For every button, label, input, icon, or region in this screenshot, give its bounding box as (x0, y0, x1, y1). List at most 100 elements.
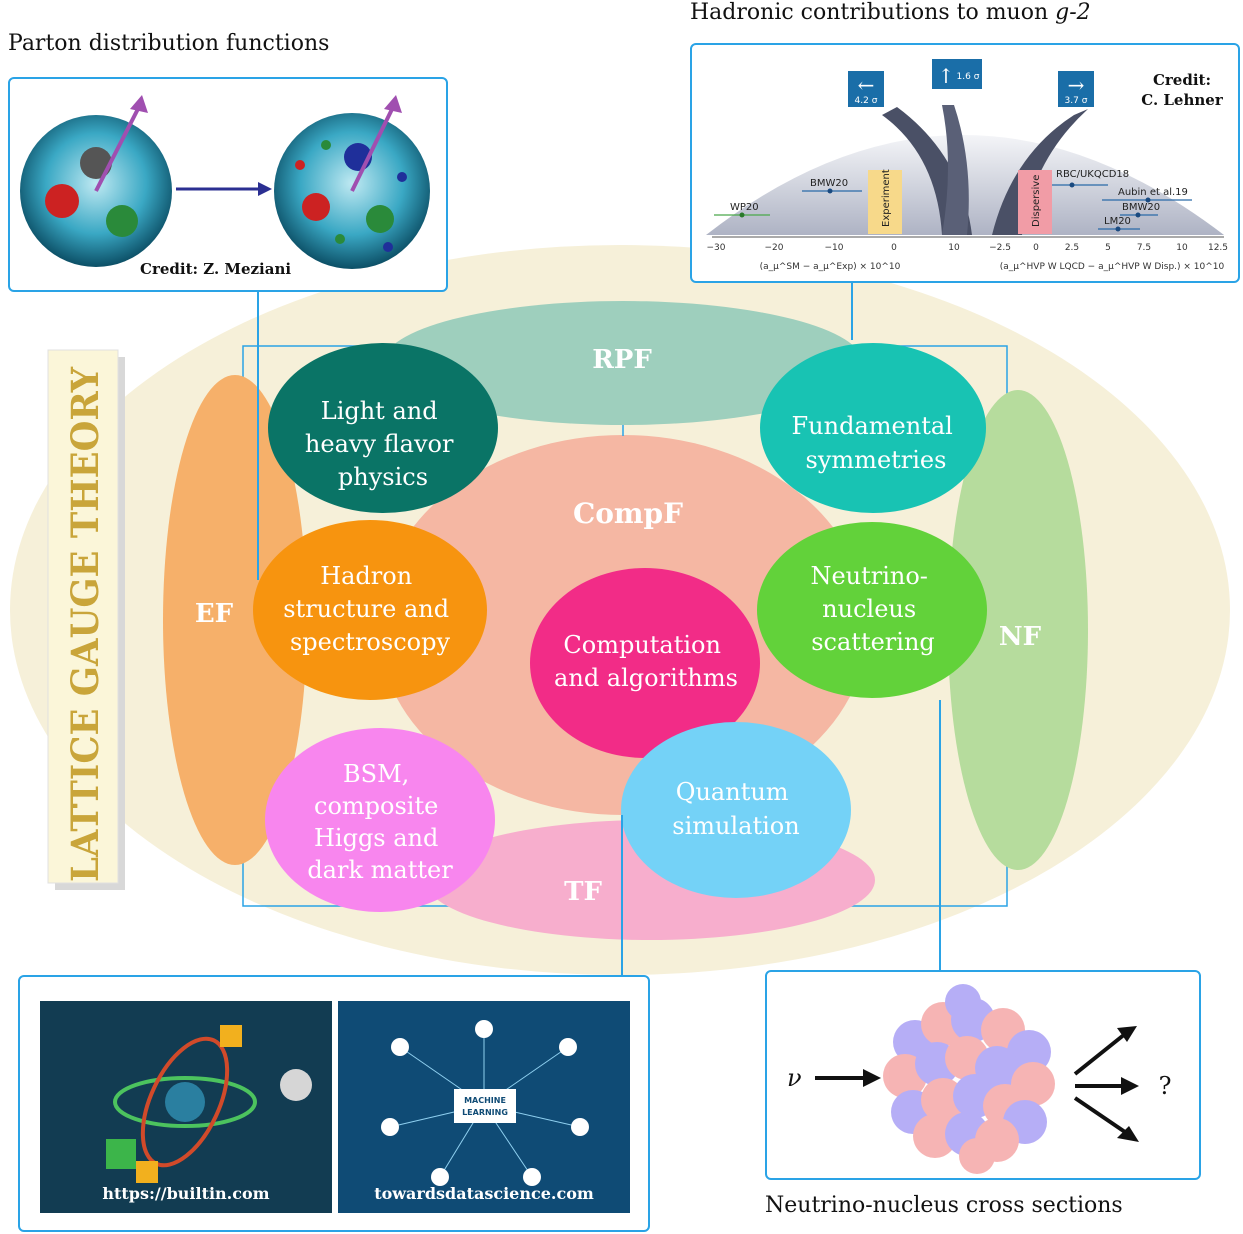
right-tick-7: 12.5 (1208, 243, 1228, 253)
g2-caption: Hadronic contributions to muon g-2 (690, 0, 1091, 25)
ml-label-line-2: LEARNING (462, 1108, 508, 1117)
neutrino-panel: ν ? (765, 970, 1201, 1180)
quark-red-right (302, 193, 330, 221)
sign-left (848, 71, 884, 107)
rpf-blob (383, 301, 863, 425)
quark-red-left (45, 184, 79, 218)
right-tick-5: 7.5 (1137, 243, 1151, 253)
light-heavy-line-2: heavy flavor (305, 430, 454, 458)
neutrino-line-2: nucleus (822, 595, 916, 623)
right-axis-label: (a_μ^HVP W LQCD − a_μ^HVP W Disp.) × 10^… (1000, 262, 1225, 272)
compf-label: CompF (573, 497, 683, 530)
hadron-structure-circle (253, 520, 487, 700)
outgoing-arrowhead-up (1117, 1026, 1137, 1042)
g2-caption-italic: g-2 (1055, 0, 1091, 25)
quark-green-right (366, 205, 394, 233)
neutrino-text: Neutrino- nucleus scattering (810, 562, 935, 656)
fundamental-text: Fundamental symmetries (792, 412, 961, 474)
neutrino-scattering-circle (757, 522, 987, 698)
aubin-label: Aubin et al.19 (1118, 187, 1188, 198)
nucleus-cluster (883, 984, 1055, 1174)
chip-icon (220, 1025, 242, 1047)
quark-green-left (106, 205, 138, 237)
right-tick-4: 5 (1105, 243, 1111, 253)
sea-quark-2 (397, 172, 407, 182)
ml-node-6 (523, 1168, 541, 1186)
left-tick-1: −30 (707, 243, 726, 253)
outgoing-arrow-down (1073, 1096, 1127, 1134)
fundamental-symmetries-circle (760, 343, 986, 513)
rpf-label: RPF (592, 345, 652, 375)
rbc-label: RBC/UKQCD18 (1056, 169, 1129, 180)
g2-panel: Experiment Dispersive ← 4.2 σ ↑ 1.6 σ → … (690, 43, 1240, 283)
right-tick-1: −2.5 (989, 243, 1011, 253)
ml-node-7 (475, 1020, 493, 1038)
bsm-circle (265, 728, 495, 912)
computation-line-1: Computation (563, 631, 721, 659)
sea-quark-5 (321, 140, 331, 150)
bmw20-left-point (827, 188, 833, 194)
bmw20-right-point (1135, 212, 1141, 218)
cube-inner-icon (136, 1161, 158, 1183)
nf-label: NF (999, 622, 1042, 652)
g2-caption-prefix: Hadronic contributions to muon (690, 0, 1056, 25)
sign-center-label: 1.6 σ (957, 72, 980, 82)
sea-quark-3 (335, 234, 345, 244)
pdf-caption: Parton distribution functions (8, 31, 330, 56)
bsm-text: BSM, composite Higgs and dark matter (307, 760, 453, 884)
light-heavy-text: Light and heavy flavor physics (305, 397, 461, 491)
hadron-line-3: spectroscopy (290, 628, 450, 656)
sea-quark-1 (295, 160, 305, 170)
ml-node-3 (381, 1118, 399, 1136)
computation-line-2: and algorithms (554, 664, 738, 692)
road-center (942, 105, 969, 235)
right-tick-6: 10 (1176, 243, 1188, 253)
sign-right (1058, 71, 1094, 107)
bsm-line-4: dark matter (307, 856, 453, 884)
spin-arrow-right (350, 100, 398, 192)
aubin-point (1145, 197, 1151, 203)
lm20-point (1115, 226, 1121, 232)
bmw20-left-label: BMW20 (810, 178, 848, 189)
light-heavy-line-3: physics (338, 463, 428, 491)
algorithms-panel: https://builtin.com MACHINE LEARNING tow… (18, 975, 650, 1232)
pdf-credit: Credit: Z. Meziani (140, 260, 291, 278)
right-tick-3: 2.5 (1065, 243, 1079, 253)
light-heavy-line-1: Light and (321, 397, 438, 425)
light-heavy-flavor-circle (268, 343, 498, 513)
orbit-green (113, 1076, 257, 1128)
ef-blob (163, 375, 307, 865)
ml-label-line-1: MACHINE (464, 1096, 506, 1105)
cube-icon (106, 1139, 136, 1169)
ml-label-box (454, 1089, 516, 1123)
sidebar-title: LATTICE GAUGE THEORY (63, 366, 107, 882)
spin-arrowhead-right (384, 95, 402, 113)
ml-node-4 (571, 1118, 589, 1136)
quantum-line-1: Quantum (676, 778, 789, 806)
left-tick-3: −10 (825, 243, 844, 253)
spin-arrowhead-left (130, 95, 148, 113)
quantum-simulation-circle (621, 722, 851, 898)
quantum-line-2: simulation (672, 812, 799, 840)
sign-right-label: 3.7 σ (1065, 96, 1088, 106)
sign-center-arrow-glyph: ↑ (938, 64, 955, 88)
transition-arrowhead (258, 182, 272, 196)
g2-panel-figure: Experiment Dispersive ← 4.2 σ ↑ 1.6 σ → … (706, 59, 1228, 272)
left-tick-4: 0 (891, 243, 897, 253)
outgoing-arrowhead-mid (1121, 1077, 1139, 1095)
experiment-band (868, 170, 902, 234)
pdf-panel: Credit: Z. Meziani (8, 77, 448, 292)
sidebar-plaque (47, 349, 119, 884)
neutrino-line-3: scattering (811, 628, 935, 656)
bsm-line-1: BSM, (343, 760, 409, 788)
quantum-text: Quantum simulation (672, 778, 799, 840)
nucleus (165, 1082, 205, 1122)
g2-credit-line-2: C. Lehner (1141, 91, 1224, 109)
incoming-arrowhead (863, 1069, 881, 1087)
neutrino-xsec-caption: Neutrino-nucleus cross sections (765, 1193, 1123, 1218)
ml-node-2 (559, 1038, 577, 1056)
ml-node-5 (431, 1168, 449, 1186)
sign-left-label: 4.2 σ (855, 96, 878, 106)
rbc-point (1069, 182, 1075, 188)
sign-left-arrow-glyph: ← (858, 73, 875, 97)
